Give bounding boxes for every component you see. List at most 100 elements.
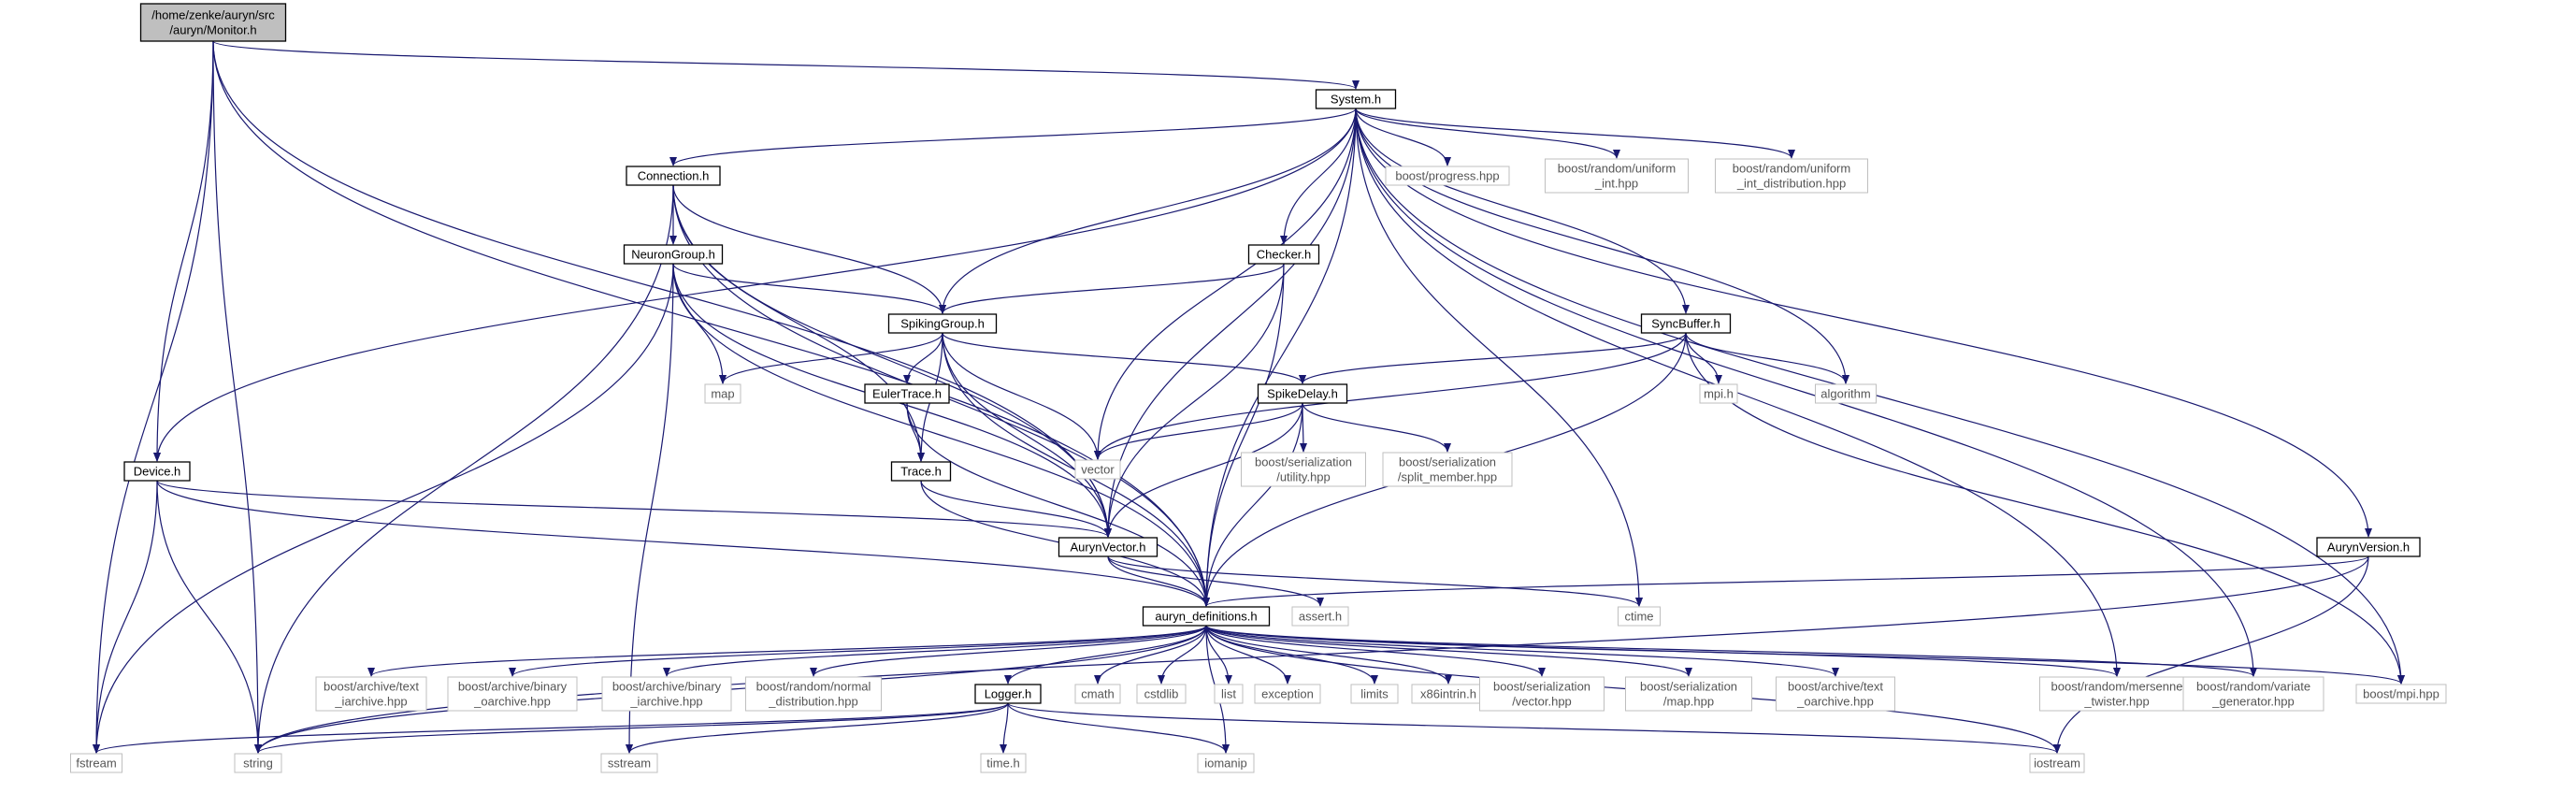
edge-synbuffer-to-spikedelay [1299, 332, 1687, 384]
node-box-progress [1385, 166, 1510, 186]
node-x86intrin: x86intrin.h [1411, 684, 1486, 704]
node-iomanip: iomanip [1197, 753, 1255, 773]
node-box-connection[interactable] [626, 166, 721, 186]
edge-synbuffer-to-algorithm [1685, 332, 1849, 384]
node-trace[interactable]: Trace.h [890, 461, 952, 482]
edge-system-to-vector [1094, 108, 1357, 460]
edge-defs-to-x86intrin [1205, 625, 1452, 685]
node-connection[interactable]: Connection.h [626, 166, 721, 186]
node-spikedelay[interactable]: SpikeDelay.h [1257, 383, 1348, 404]
edge-system-to-spikinggroup [939, 108, 1357, 314]
node-label-limits: limits [1360, 687, 1389, 701]
node-label-variate-line-1: boost/random/variate [2196, 680, 2310, 694]
node-normal_dist: boost/random/normal_distribution.hpp [745, 676, 882, 712]
node-monitor[interactable]: /home/zenke/auryn/src/auryn/Monitor.h [139, 3, 287, 42]
edge-system-to-aurynversion [1355, 108, 2372, 538]
edge-defs-to-variate [1205, 625, 2257, 677]
node-box-ctime [1618, 606, 1661, 627]
node-box-cmath [1074, 684, 1121, 704]
node-label-sstream: sstream [608, 757, 651, 771]
edge-checker-to-spikinggroup [939, 263, 1285, 314]
edge-defs-to-cstdlib [1158, 625, 1207, 685]
node-cstdlib: cstdlib [1136, 684, 1187, 704]
edge-monitor-to-system [212, 40, 1360, 90]
node-box-neurongroup[interactable] [623, 244, 724, 265]
node-label-text_oarchive-line-2: _oarchive.hpp [1796, 695, 1874, 709]
edge-connection-to-string [254, 184, 674, 754]
node-box-eulertrace[interactable] [864, 383, 950, 404]
edge-logger-to-fstream [93, 702, 1009, 754]
node-neurongroup[interactable]: NeuronGroup.h [623, 244, 724, 265]
node-box-synbuffer[interactable] [1640, 313, 1732, 334]
node-label-neurongroup: NeuronGroup.h [631, 248, 715, 262]
edge-spikedelay-to-aurynvector [1104, 402, 1303, 538]
edge-system-to-aurynvector [1104, 108, 1357, 538]
edge-defs-to-binary_oarchive [509, 625, 1207, 677]
edge-defs-to-binary_iarchive [663, 625, 1207, 677]
edge-trace-to-aurynvector [920, 480, 1112, 538]
edge-monitor-to-device [153, 40, 214, 462]
node-synbuffer[interactable]: SyncBuffer.h [1640, 313, 1732, 334]
node-progress: boost/progress.hpp [1385, 166, 1510, 186]
node-box-monitor[interactable] [139, 3, 287, 42]
node-label-binary_iarchive-line-2: _iarchive.hpp [629, 695, 702, 709]
edge-system-to-boostmpi [1355, 108, 2405, 685]
node-box-device[interactable] [123, 461, 191, 482]
node-box-trace[interactable] [890, 461, 952, 482]
node-exception: exception [1254, 684, 1321, 704]
edge-system-to-uniform_int_dist [1355, 108, 1795, 159]
edge-connection-to-spikinggroup [672, 184, 946, 314]
edge-defs-to-exception [1205, 625, 1291, 685]
edge-logger-to-iomanip [1007, 702, 1230, 754]
node-aurynversion[interactable]: AurynVersion.h [2316, 537, 2421, 557]
node-device[interactable]: Device.h [123, 461, 191, 482]
node-map: map [704, 383, 741, 404]
node-box-system[interactable] [1315, 89, 1397, 109]
node-box-spikedelay[interactable] [1257, 383, 1348, 404]
node-box-logger[interactable] [974, 684, 1042, 704]
node-string: string [234, 753, 282, 773]
edge-defs-to-text_oarchive [1205, 625, 1839, 677]
node-box-mpih [1699, 383, 1738, 404]
node-box-checker[interactable] [1247, 244, 1320, 265]
edge-monitor-to-fstream [93, 40, 214, 754]
node-label-text_iarchive-line-2: _iarchive.hpp [334, 695, 407, 709]
edge-device-to-fstream [93, 480, 158, 754]
edge-synbuffer-to-vector [1094, 332, 1687, 460]
node-label-mersenne-line-1: boost/random/mersenne [2051, 680, 2183, 694]
edge-system-to-checker [1280, 108, 1357, 245]
node-logger[interactable]: Logger.h [974, 684, 1042, 704]
edge-checker-to-defs [1202, 263, 1285, 607]
node-text_oarchive: boost/archive/text_oarchive.hpp [1776, 676, 1895, 712]
node-label-synbuffer: SyncBuffer.h [1651, 317, 1720, 331]
node-box-spikinggroup[interactable] [887, 313, 998, 334]
node-system[interactable]: System.h [1315, 89, 1397, 109]
node-spikinggroup[interactable]: SpikingGroup.h [887, 313, 998, 334]
node-box-exception [1254, 684, 1321, 704]
node-defs[interactable]: auryn_definitions.h [1142, 606, 1271, 627]
node-eulertrace[interactable]: EulerTrace.h [864, 383, 950, 404]
node-box-variate [2182, 676, 2324, 712]
edge-system-to-algorithm [1355, 108, 1849, 384]
node-aurynvector[interactable]: AurynVector.h [1058, 537, 1158, 557]
node-box-defs[interactable] [1142, 606, 1271, 627]
node-label-cstdlib: cstdlib [1144, 687, 1179, 701]
node-label-text_iarchive-line-1: boost/archive/text [324, 680, 419, 694]
edge-spikedelay-to-ser_split [1302, 402, 1451, 453]
node-label-normal_dist-line-1: boost/random/normal [756, 680, 871, 694]
node-label-connection: Connection.h [638, 169, 710, 183]
node-box-normal_dist [745, 676, 882, 712]
node-box-iomanip [1197, 753, 1255, 773]
node-box-aurynversion[interactable] [2316, 537, 2421, 557]
node-box-uniform_int [1545, 158, 1689, 194]
node-box-aurynvector[interactable] [1058, 537, 1158, 557]
node-checker[interactable]: Checker.h [1247, 244, 1320, 265]
edges-layer [93, 40, 2405, 754]
edge-logger-to-string [254, 702, 1009, 754]
node-fstream: fstream [70, 753, 122, 773]
edge-spikinggroup-to-eulertrace [903, 332, 943, 384]
edge-defs-to-cmath [1094, 625, 1207, 685]
node-boostmpi: boost/mpi.hpp [2355, 684, 2447, 704]
